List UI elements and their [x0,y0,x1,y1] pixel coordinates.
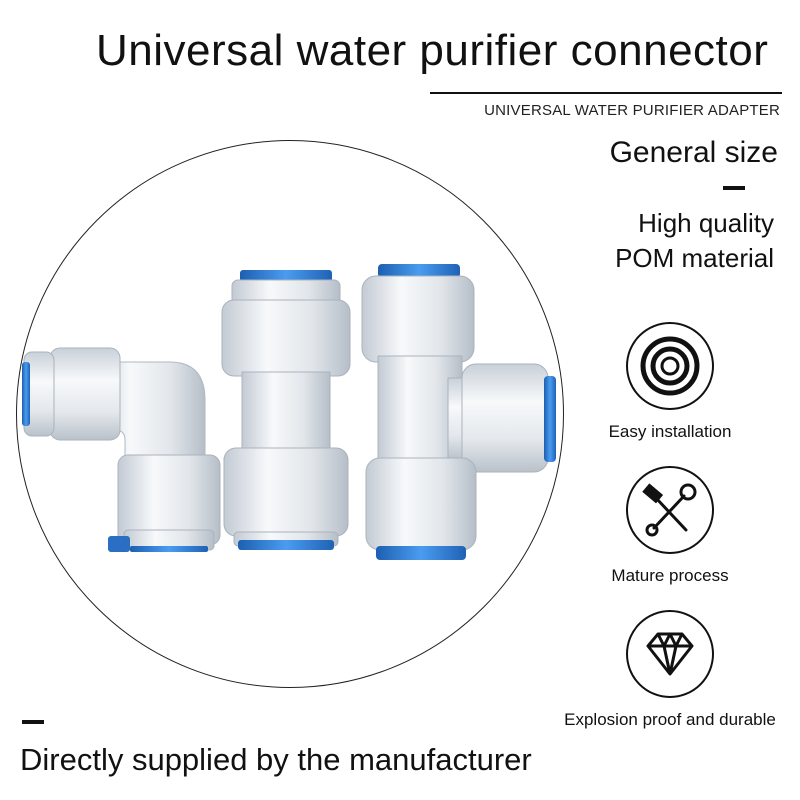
feature-explosion-proof: Explosion proof and durable [540,610,800,730]
straight-fitting [221,270,351,550]
page-subtitle: UNIVERSAL WATER PURIFIER ADAPTER [484,102,780,119]
feature-easy-installation: Easy installation [540,322,800,442]
title-underline [430,92,782,94]
feature-mature-process: Mature process [540,466,800,586]
divider-dash [22,720,44,724]
concentric-rings-icon [626,322,714,410]
quality-line: High quality [638,208,774,238]
material-text: High quality POM material [534,206,774,276]
material-line: POM material [615,243,774,273]
size-heading: General size [609,136,778,169]
feature-label: Explosion proof and durable [564,710,776,729]
feature-label: Easy installation [608,422,732,441]
page-title: Universal water purifier connector [96,26,769,75]
diamond-icon [626,610,714,698]
elbow-fitting [22,347,221,552]
divider-dash [723,186,745,190]
hammer-wrench-icon [626,466,714,554]
tee-fitting [361,264,556,560]
footer-tagline: Directly supplied by the manufacturer [20,742,532,777]
feature-label: Mature process [611,566,729,585]
